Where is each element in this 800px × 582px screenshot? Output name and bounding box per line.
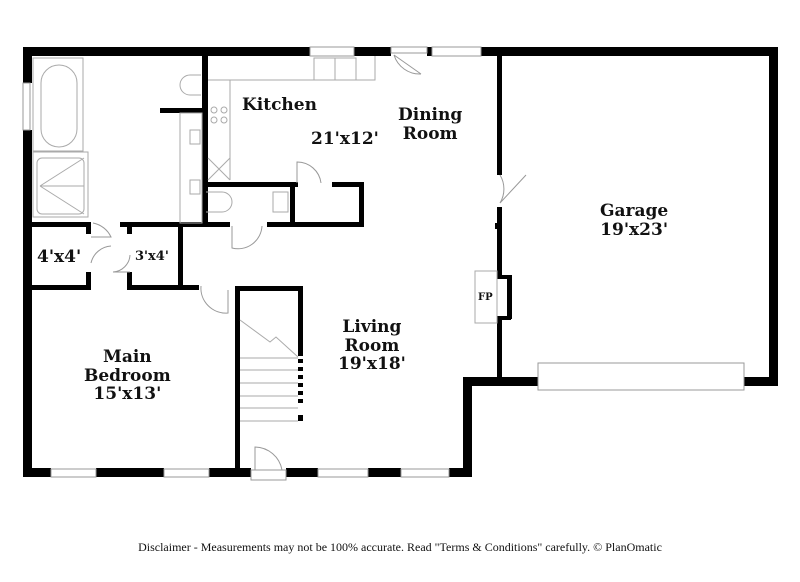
- room-label-dining: Dining Room: [398, 105, 463, 144]
- room-label-closet-3x4: 3'x4': [135, 249, 169, 264]
- interior-walls: [32, 55, 512, 476]
- room-label-living: Living Room 19'x18': [338, 317, 406, 375]
- room-label-closet-4x4: 4'x4': [37, 247, 82, 267]
- windows: [22, 46, 745, 478]
- fixtures: [32, 56, 498, 422]
- disclaimer-text: Disclaimer - Measurements may not be 100…: [138, 540, 662, 554]
- exterior-walls: [23, 47, 778, 477]
- fireplace-label: FP: [478, 292, 493, 303]
- doors: [90, 46, 527, 481]
- room-label-garage: Garage 19'x23': [600, 201, 669, 240]
- room-label-main-bedroom: Main Bedroom 15'x13': [84, 347, 171, 405]
- room-dims-kitchen-dining: 21'x12': [311, 129, 379, 149]
- room-label-kitchen: Kitchen: [242, 95, 317, 115]
